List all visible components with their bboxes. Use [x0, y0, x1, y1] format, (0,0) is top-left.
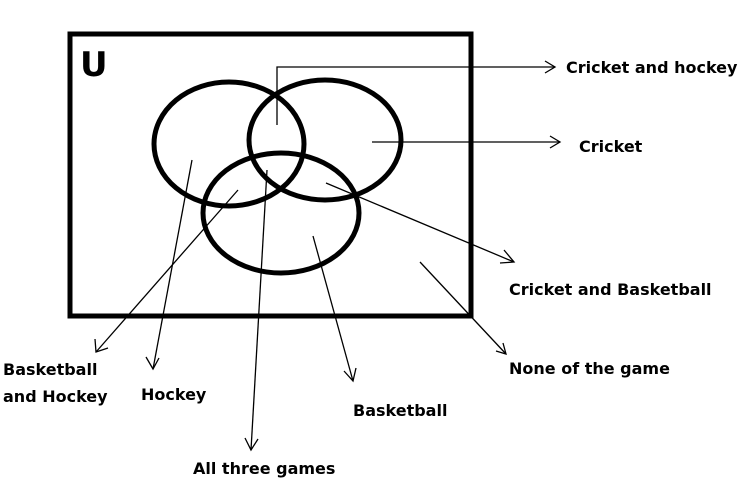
- label-all-three-games: All three games: [193, 459, 335, 478]
- universal-set-label: U: [80, 45, 108, 85]
- universal-set-box: [67, 31, 474, 319]
- pointer-cricket-and-hockey: [276, 60, 557, 125]
- pointer-basketball-and-hockey: [94, 189, 239, 353]
- hockey-circle: [151, 79, 307, 209]
- pointer-all-three-games: [244, 169, 268, 452]
- basketball-circle: [200, 150, 362, 276]
- pointer-basketball: [312, 235, 357, 383]
- label-basketball-and-hockey-line1: Basketball: [3, 360, 97, 379]
- label-none-of-the-game: None of the game: [509, 359, 670, 378]
- label-basketball-and-hockey-line2: and Hockey: [3, 387, 108, 406]
- pointer-cricket-and-basketball: [325, 182, 516, 264]
- label-hockey: Hockey: [141, 385, 207, 404]
- pointer-hockey: [145, 159, 193, 371]
- cricket-circle: [246, 77, 404, 203]
- pointer-none-of-the-game: [419, 261, 507, 355]
- pointer-cricket: [372, 135, 562, 149]
- label-cricket-and-hockey: Cricket and hockey: [566, 58, 738, 77]
- label-basketball: Basketball: [353, 401, 447, 420]
- label-cricket: Cricket: [579, 137, 643, 156]
- label-cricket-and-basketball: Cricket and Basketball: [509, 280, 712, 299]
